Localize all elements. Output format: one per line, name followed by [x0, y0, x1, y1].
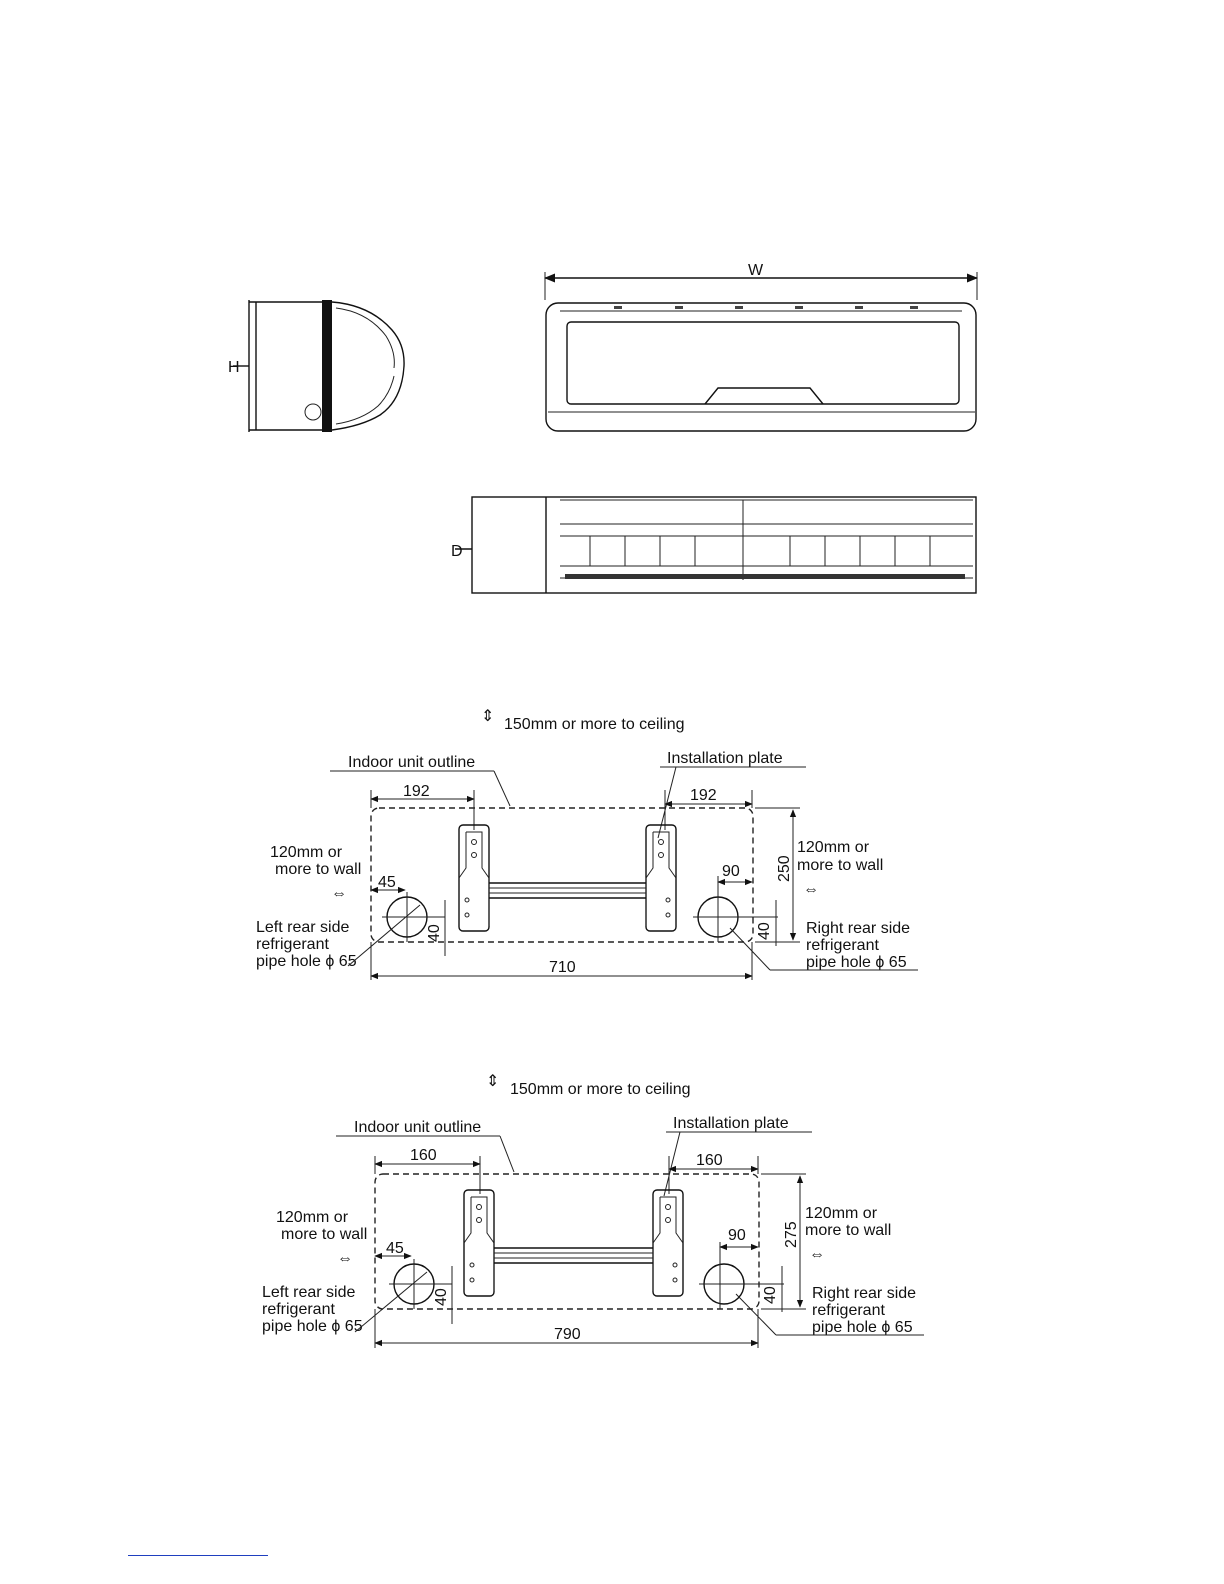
footnote-separator	[128, 1555, 268, 1556]
right-hole-note-b-3: pipe hole ϕ 65	[812, 1319, 913, 1336]
bracket-right-a	[645, 824, 677, 932]
right-hole-note-a-2: refrigerant	[806, 937, 879, 954]
left-hole-note-a-2: refrigerant	[256, 936, 329, 953]
left-wall-note-b-1: 120mm or	[276, 1209, 349, 1226]
right-hole-note-a-1: Right rear side	[806, 920, 910, 937]
top-view: D	[451, 496, 977, 594]
right-hole-note-b-2: refrigerant	[812, 1302, 885, 1319]
side-view: H	[228, 300, 405, 432]
plate-label-b: Installation plate	[673, 1115, 789, 1132]
left-hole-note-b-1: Left rear side	[262, 1284, 355, 1301]
left-wall-note-b-2: more to wall	[281, 1226, 367, 1243]
installation-plate-diagram-a: ⇕ 150mm or more to ceiling Indoor unit o…	[256, 708, 918, 980]
right-hole-note-b-1: Right rear side	[812, 1285, 916, 1302]
ceiling-arrow-icon: ⇕	[486, 1073, 499, 1090]
left-hole-note-a-1: Left rear side	[256, 919, 349, 936]
left-offset-a: 192	[403, 783, 430, 800]
bracket-left-a	[458, 824, 490, 932]
width-b: 790	[554, 1326, 581, 1343]
left-wall-arrow-icon-b: ⇔	[337, 1250, 353, 1267]
width-a: 710	[549, 959, 576, 976]
top-depth-label: D	[451, 543, 463, 560]
left-hole-height-b: 40	[433, 1288, 450, 1306]
left-wall-note-a-1: 120mm or	[270, 844, 343, 861]
right-offset-b: 160	[696, 1152, 723, 1169]
front-width-label: W	[748, 262, 764, 279]
bracket-right-b	[652, 1189, 684, 1297]
left-hole-dist-b: 45	[386, 1240, 404, 1257]
right-hole-dist-b: 90	[728, 1227, 746, 1244]
right-hole-height-b: 40	[762, 1286, 779, 1304]
height-a: 250	[776, 855, 793, 882]
right-wall-note-b-2: more to wall	[805, 1222, 891, 1239]
right-hole-dist-a: 90	[722, 863, 740, 880]
outline-label-b: Indoor unit outline	[354, 1119, 481, 1136]
ceiling-note-b: 150mm or more to ceiling	[510, 1081, 691, 1098]
bracket-left-b	[463, 1189, 495, 1297]
left-hole-note-b-3: pipe hole ϕ 65	[262, 1318, 363, 1335]
right-hole-note-a-3: pipe hole ϕ 65	[806, 954, 907, 971]
front-panel-edge	[322, 300, 332, 432]
front-view: W	[543, 262, 979, 432]
side-height-label: H	[228, 359, 240, 376]
outline-label-a: Indoor unit outline	[348, 754, 475, 771]
right-wall-arrow-icon-a: ⇔	[803, 881, 819, 898]
right-wall-arrow-icon-b: ⇔	[809, 1246, 825, 1263]
right-wall-note-b-1: 120mm or	[805, 1205, 878, 1222]
left-offset-b: 160	[410, 1147, 437, 1164]
plate-label-a: Installation plate	[667, 750, 783, 767]
left-hole-note-b-2: refrigerant	[262, 1301, 335, 1318]
ceiling-note-a: 150mm or more to ceiling	[504, 716, 685, 733]
right-wall-note-a-1: 120mm or	[797, 839, 870, 856]
ceiling-arrow-icon: ⇕	[481, 708, 494, 725]
left-hole-height-a: 40	[426, 924, 443, 942]
height-b: 275	[783, 1221, 800, 1248]
left-hole-dist-a: 45	[378, 874, 396, 891]
left-wall-note-a-2: more to wall	[275, 861, 361, 878]
right-offset-a: 192	[690, 787, 717, 804]
left-hole-note-a-3: pipe hole ϕ 65	[256, 953, 357, 970]
left-wall-arrow-icon-a: ⇔	[331, 885, 347, 902]
right-hole-height-a: 40	[756, 922, 773, 940]
installation-plate-diagram-b: ⇕ 150mm or more to ceiling Indoor unit o…	[262, 1073, 924, 1348]
right-wall-note-a-2: more to wall	[797, 857, 883, 874]
